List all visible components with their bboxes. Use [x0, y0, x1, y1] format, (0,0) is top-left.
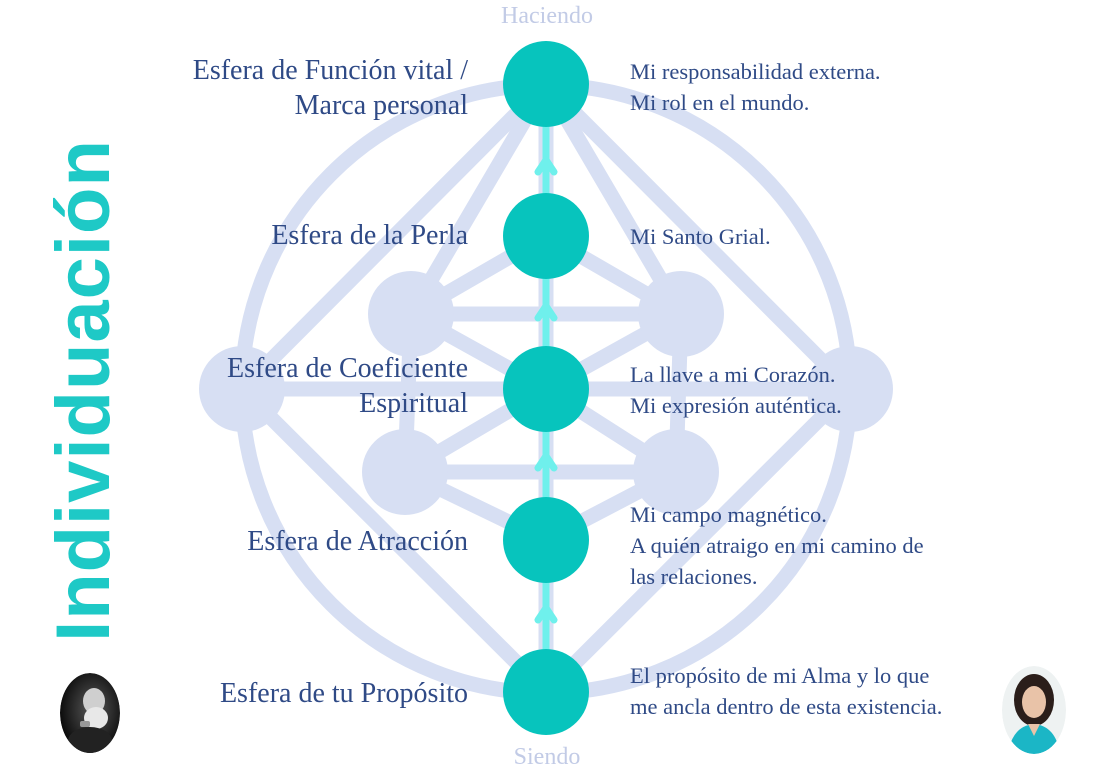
label-line: Esfera de Función vital / — [192, 55, 468, 86]
label-line: Espiritual — [359, 388, 468, 419]
background-line — [234, 381, 554, 700]
sphere-coeficiente-espiritual — [503, 346, 589, 432]
background-nodes — [199, 271, 893, 515]
title-container: Individuación — [28, 138, 138, 642]
sphere-label-coeficiente-espiritual: Esfera de Coeficiente Espiritual — [227, 351, 468, 421]
sphere-desc-proposito: El propósito de mi Alma y lo que me ancl… — [630, 660, 942, 722]
sphere-desc-perla: Mi Santo Grial. — [630, 221, 771, 252]
desc-line: Mi responsabilidad externa. — [630, 59, 881, 84]
main-spheres — [503, 41, 589, 735]
sphere-label-perla: Esfera de la Perla — [271, 218, 468, 253]
sphere-funcion-vital — [503, 41, 589, 127]
sphere-proposito — [503, 649, 589, 735]
label-line: Esfera de la Perla — [271, 220, 468, 251]
arrow-head — [534, 156, 558, 176]
elderly-man-portrait — [60, 673, 120, 753]
background-line — [538, 76, 858, 397]
desc-line: El propósito de mi Alma y lo que — [630, 663, 930, 688]
axis-bottom-label: Siendo — [513, 744, 581, 770]
sphere-label-proposito: Esfera de tu Propósito — [220, 676, 468, 711]
desc-line: Mi expresión auténtica. — [630, 393, 842, 418]
sphere-desc-funcion-vital: Mi responsabilidad externa. Mi rol en el… — [630, 56, 881, 118]
desc-line: Mi rol en el mundo. — [630, 90, 810, 115]
label-line: Esfera de Coeficiente — [227, 353, 468, 384]
arrow-head — [534, 604, 558, 624]
arrow-head — [534, 302, 558, 322]
background-node — [199, 346, 285, 432]
background-node — [807, 346, 893, 432]
background-line — [403, 76, 554, 322]
desc-line: las relaciones. — [630, 564, 758, 589]
label-line: Esfera de Atracción — [247, 526, 468, 557]
sphere-desc-atraccion: Mi campo magnético. A quién atraigo en m… — [630, 499, 924, 592]
sphere-desc-coeficiente-espiritual: La llave a mi Corazón. Mi expresión auté… — [630, 359, 842, 421]
sphere-label-funcion-vital: Esfera de Función vital / Marca personal — [193, 53, 468, 123]
woman-portrait — [1002, 666, 1066, 754]
background-node — [638, 271, 724, 357]
label-line: Esfera de tu Propósito — [219, 678, 468, 709]
title: Individuación — [40, 138, 126, 642]
desc-line: me ancla dentro de esta existencia. — [630, 694, 943, 719]
desc-line: La llave a mi Corazón. — [630, 362, 836, 387]
axis-top-label: Haciendo — [501, 3, 593, 29]
background-line — [234, 76, 554, 397]
sphere-perla — [503, 193, 589, 279]
label-line: Marca personal — [294, 90, 468, 121]
background-node — [633, 429, 719, 515]
background-node — [362, 429, 448, 515]
background-line — [538, 76, 689, 322]
sphere-atraccion — [503, 497, 589, 583]
desc-line: Mi campo magnético. — [630, 502, 827, 527]
desc-line: Mi Santo Grial. — [630, 224, 771, 249]
background-line — [538, 381, 858, 700]
sphere-label-atraccion: Esfera de Atracción — [247, 524, 468, 559]
desc-line: A quién atraigo en mi camino de — [630, 533, 924, 558]
background-node — [368, 271, 454, 357]
arrow-head — [534, 452, 558, 472]
